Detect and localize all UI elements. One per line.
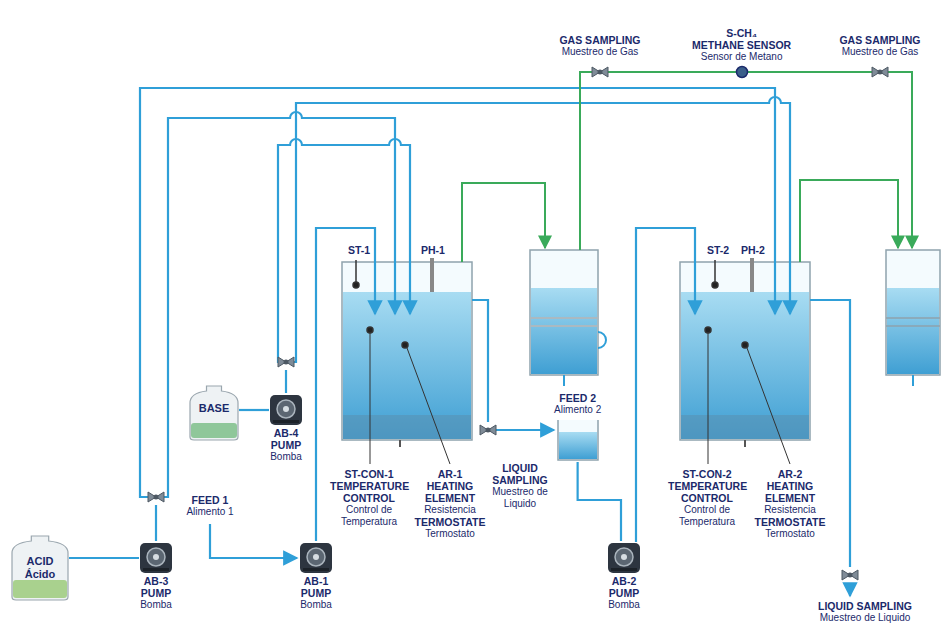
pipe-connector — [578, 462, 621, 541]
pump-name: PUMP — [139, 587, 173, 599]
label-block: PH-1 — [418, 244, 448, 256]
part-label: Muestreo de Gas — [550, 46, 650, 58]
label-block: LIQUID SAMPLINGMuestreo de Liquido — [795, 600, 935, 624]
pipe-connector — [69, 557, 139, 559]
part-label: ST-CON-1 — [330, 468, 408, 480]
part-label: LIQUID SAMPLING — [795, 600, 935, 612]
feed-name: Alimento 2 — [554, 404, 601, 416]
liquid-pipes — [140, 82, 850, 596]
part-label: ST-1 — [344, 244, 374, 256]
pump-tag: AB-1 — [299, 575, 333, 587]
pump-icon — [299, 541, 333, 575]
pump: AB-1PUMPBomba — [299, 541, 333, 611]
gas-pipes — [462, 72, 912, 262]
label-block: GAS SAMPLINGMuestreo de Gas — [830, 34, 930, 58]
part-label: HEATING ELEMENT — [412, 480, 488, 504]
pump-icon — [269, 393, 303, 427]
label-block: ST-CON-2TEMPERATURE CONTROLControl de Te… — [668, 468, 746, 528]
label-block: PH-2 — [738, 244, 768, 256]
label-block: ST-CON-1TEMPERATURE CONTROLControl de Te… — [330, 468, 408, 528]
tank-label: BASE — [189, 385, 239, 415]
part-label: ST-CON-2 — [668, 468, 746, 480]
pump-name: Bomba — [299, 599, 333, 611]
pump-name: Bomba — [607, 599, 641, 611]
part-label: AR-1 — [412, 468, 488, 480]
pump: AB-4PUMPBomba — [269, 393, 303, 463]
part-label: Termostato — [412, 528, 488, 540]
label-block: FEED 1Alimento 1 — [175, 494, 245, 518]
label-block: AR-1HEATING ELEMENTResistenciaTERMOSTATE… — [412, 468, 488, 540]
pump-icon — [607, 541, 641, 575]
pump-tag: AB-4 — [269, 427, 303, 439]
chemical-tank: ACIDÁcido — [11, 535, 69, 601]
pump-name: PUMP — [607, 587, 641, 599]
pump-name: PUMP — [269, 439, 303, 451]
part-label: Control de Temperatura — [668, 504, 746, 528]
pump-icon — [139, 541, 173, 575]
sensor-tag: S-CH₄ — [692, 27, 791, 39]
part-label: LIQUID SAMPLING — [490, 462, 550, 486]
part-label: TEMPERATURE CONTROL — [330, 480, 408, 504]
sensor-name: METHANE SENSOR — [692, 39, 791, 51]
part-label: GAS SAMPLING — [830, 34, 930, 46]
sensor-symbol — [735, 65, 749, 79]
pipe-connector — [239, 409, 269, 411]
reactor-1 — [342, 262, 472, 447]
part-label: Control de Temperatura — [330, 504, 408, 528]
pump-tag: AB-3 — [139, 575, 173, 587]
pump-name: Bomba — [269, 451, 303, 463]
pump: AB-2PUMPBomba — [607, 541, 641, 611]
part-label: FEED 1 — [175, 494, 245, 506]
label-block: AR-2HEATING ELEMENTResistenciaTERMOSTATE… — [752, 468, 828, 540]
feed-name: FEED 2 — [554, 392, 601, 404]
pump-tag: AB-2 — [607, 575, 641, 587]
chemical-tank: BASE — [189, 385, 239, 441]
part-label: Muestreo de Gas — [830, 46, 930, 58]
part-label: PH-1 — [418, 244, 448, 256]
part-label: Muestreo de Liquido — [490, 486, 550, 510]
part-label: Resistencia — [412, 504, 488, 516]
part-label: AR-2 — [752, 468, 828, 480]
tank-label: ACIDÁcido — [11, 535, 69, 581]
part-label: TERMOSTATE — [752, 516, 828, 528]
part-label: GAS SAMPLING — [550, 34, 650, 46]
sensor-name: Sensor de Metano — [692, 51, 791, 63]
part-label: TERMOSTATE — [412, 516, 488, 528]
part-label: Resistencia — [752, 504, 828, 516]
label-block: ST-1 — [344, 244, 374, 256]
part-label: HEATING ELEMENT — [752, 480, 828, 504]
label-block: GAS SAMPLINGMuestreo de Gas — [550, 34, 650, 58]
pump-name: PUMP — [299, 587, 333, 599]
part-label: Alimento 1 — [175, 506, 245, 518]
sensors — [353, 258, 790, 464]
part-label: TEMPERATURE CONTROL — [668, 480, 746, 504]
tank-name: BASE — [189, 402, 239, 415]
label-block: ST-2 — [703, 244, 733, 256]
methane-sensor: S-CH₄METHANE SENSORSensor de Metano — [692, 27, 791, 79]
beaker — [556, 418, 600, 462]
pump: AB-3PUMPBomba — [139, 541, 173, 611]
part-label: Muestreo de Liquido — [795, 612, 935, 624]
part-label: PH-2 — [738, 244, 768, 256]
feed-vessel: FEED 2Alimento 2 — [554, 392, 601, 462]
part-label: Termostato — [752, 528, 828, 540]
label-block: LIQUID SAMPLINGMuestreo de Liquido — [490, 462, 550, 510]
gas-separator — [530, 250, 940, 375]
tank-name: ACID — [11, 555, 69, 568]
tank-name: Ácido — [11, 568, 69, 581]
part-label: ST-2 — [703, 244, 733, 256]
pump-name: Bomba — [139, 599, 173, 611]
separator-fittings — [564, 332, 913, 386]
valves — [148, 67, 888, 580]
